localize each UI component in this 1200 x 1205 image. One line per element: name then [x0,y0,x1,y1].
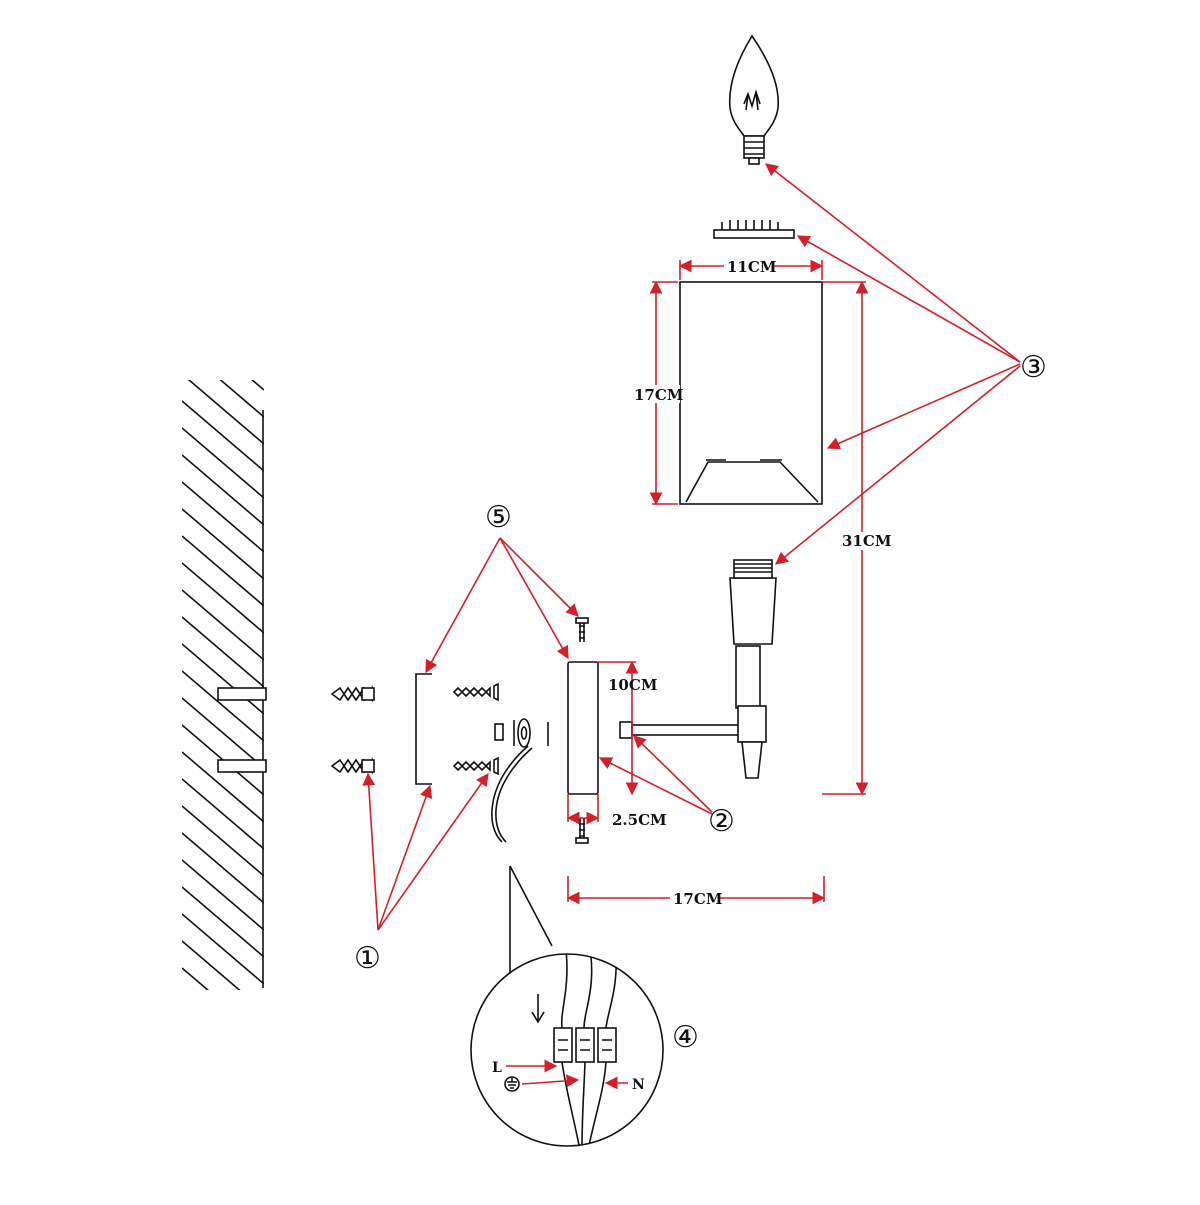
callout-2: ② [708,804,735,839]
dim-shade-height: 17CM [634,386,683,404]
hatch-line [182,562,264,634]
hatch-line [182,589,264,661]
wall-hole-lower [217,759,267,773]
hatch-line [182,913,264,985]
shade-body [679,281,823,505]
wall-plug-lower [330,757,375,775]
dimension-labels: 11CM 17CM 31CM 10CM 2.5CM 17CM [608,258,891,908]
horizontal-arm [631,724,741,736]
hatch-line [182,940,241,990]
terminal-block-l [553,1027,573,1063]
vertical-stem [735,645,761,709]
wall-holes [217,687,267,773]
dim-total-height: 31CM [842,532,891,550]
hatch-line [182,886,264,958]
hatch-line [182,481,264,553]
detail-pointer-left [509,865,553,947]
screw-lower [452,756,499,776]
lamp-shade [679,281,823,505]
mounting-bracket [415,673,432,785]
hatch-line [182,832,264,904]
hatch-line [182,751,264,823]
hatch-line [182,535,264,607]
lamp-tail [741,741,763,779]
lamp-socket [729,577,777,645]
dim-projection: 17CM [673,890,722,908]
terminal-block-n [597,1027,617,1063]
wall-hatch-lines [182,380,264,1065]
shade-bottom-fitting [685,461,819,503]
hatch-line [182,697,264,769]
callout-3: ③ [1020,350,1047,385]
hatch-line [182,859,264,931]
wiring-detail: L N [470,865,664,1147]
earth-ground-icon [504,1076,520,1092]
hatch-line [182,616,264,688]
cable [491,745,529,843]
callout-5: ⑤ [485,500,512,535]
nut [494,723,504,741]
callouts: ③ ⑤ ② ① ④ [354,350,1047,1055]
candle-bulb [728,34,780,165]
arrow-down-icon [531,994,545,1024]
hatch-line [187,380,264,445]
hatch-line [182,643,264,715]
backplate [567,617,599,844]
small-hardware [491,718,549,843]
hatch-line [219,380,264,418]
hatch-line [182,508,264,580]
socket-thread [733,559,773,579]
lamp-arm [619,559,777,779]
hatch-line [182,967,210,990]
wire-label-neutral: N [632,1077,645,1093]
washer [517,718,531,748]
hatch-line [182,427,264,499]
dim-backplate-depth: 2.5CM [612,811,667,829]
hatch-line [182,670,264,742]
screw-upper [452,682,499,702]
wall-hole-upper [217,687,267,701]
wall-plug-upper [330,685,375,703]
dim-shade-width: 11CM [727,258,776,276]
wall-hatching [182,380,264,1065]
arm-joint [737,705,767,743]
terminal-block-earth [575,1027,595,1063]
arm-pivot [619,721,633,739]
hatch-line [251,380,264,391]
callout-1: ① [354,941,381,976]
bottom-fixing-screw [579,818,585,840]
dim-backplate-height: 10CM [608,676,657,694]
shade-ring [713,220,795,239]
hatch-line [182,805,264,877]
hatch-line [182,454,264,526]
callout-4: ④ [672,1020,699,1055]
hatch-line [182,778,264,850]
wire-label-live: L [492,1060,502,1076]
hatch-line [182,400,264,472]
hatch-line [182,995,264,1065]
leader-lines [362,163,1021,931]
